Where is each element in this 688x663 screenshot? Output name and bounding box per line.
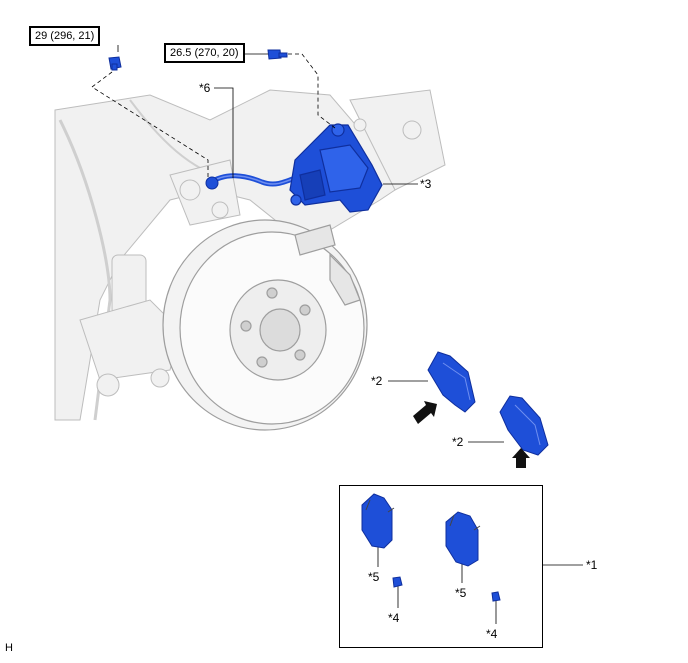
torque-spec-label: 29 (296, 21) [29, 26, 101, 46]
brake-disc [162, 219, 368, 431]
installation-path-lines [91, 53, 336, 180]
bolt-icon [108, 56, 122, 71]
disc-pad-upper [427, 351, 476, 413]
callout-label: *6 [199, 81, 211, 95]
torque-spec-label: 26.5 (270, 20) [164, 43, 245, 63]
callout-label: *2 [452, 435, 464, 449]
wear-indicator-right [491, 591, 501, 602]
callout-label: *5 [455, 586, 467, 600]
callout-label: *3 [420, 177, 432, 191]
wear-indicator-left [392, 576, 403, 588]
bolt-icon [267, 49, 288, 60]
brake-hose [205, 173, 301, 190]
anti-squeal-shim-right [445, 511, 481, 567]
anti-squeal-shim-left [361, 493, 395, 549]
arrow-up-icon [512, 448, 530, 468]
kit-contents-frame [339, 485, 543, 648]
callout-label: *4 [388, 611, 400, 625]
callout-label: *5 [368, 570, 380, 584]
brake-caliper [289, 123, 383, 213]
callout-label: *2 [371, 374, 383, 388]
disc-pad-lower [499, 395, 549, 456]
callout-label: *1 [586, 558, 598, 572]
callout-label: *4 [486, 627, 498, 641]
figure-code: H [5, 642, 13, 654]
arrow-right-icon [413, 401, 437, 424]
